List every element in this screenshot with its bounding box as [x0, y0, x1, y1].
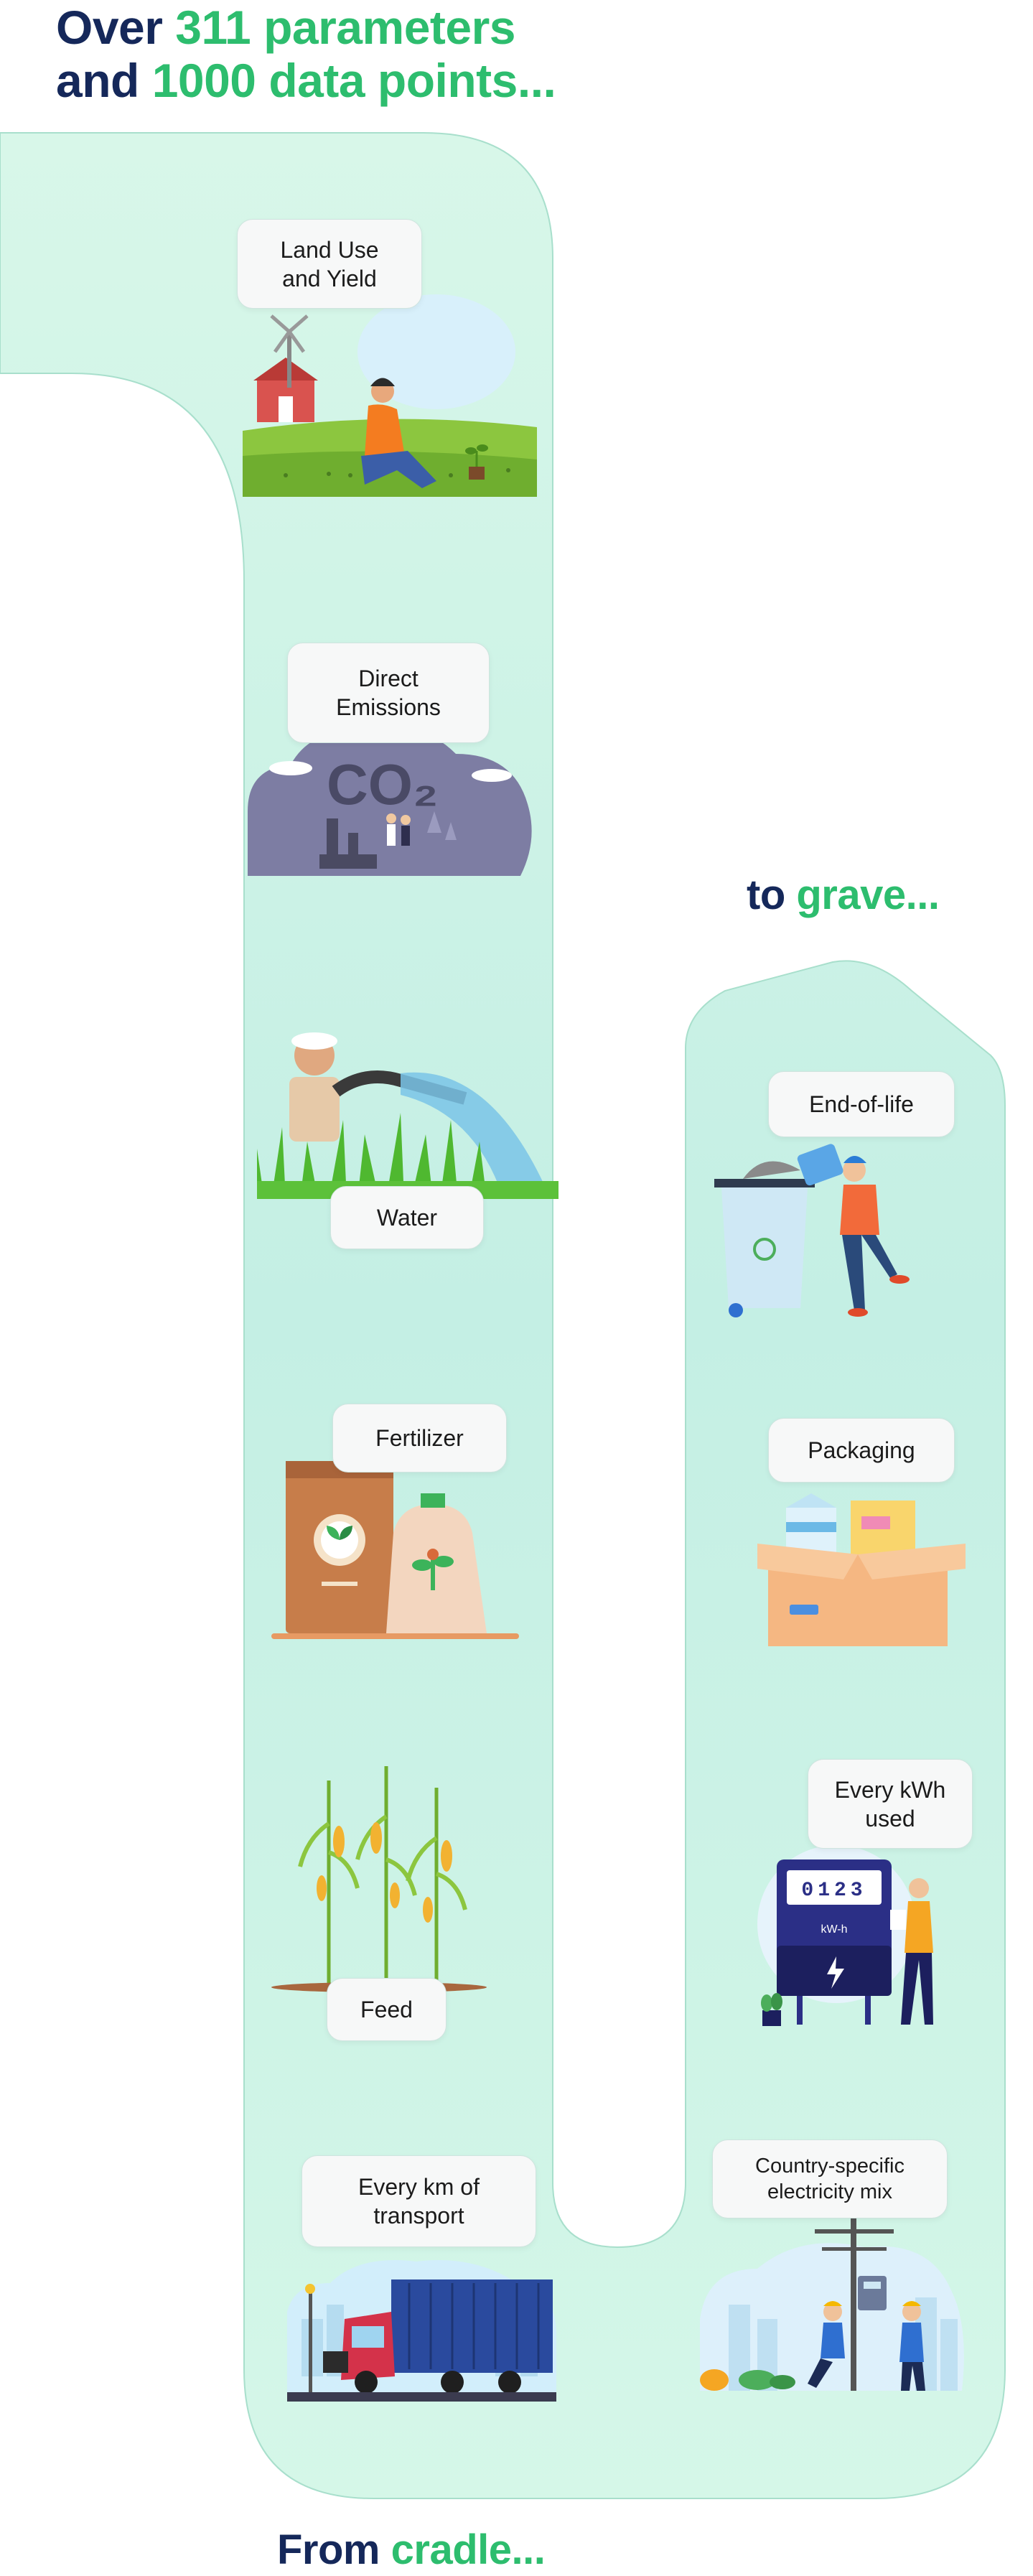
water-stream	[401, 1072, 544, 1192]
electric-meter-icon: 0123 kW-h	[777, 1859, 892, 2025]
farmer-icon	[361, 378, 436, 488]
headline-line2-highlight: 1000 data points...	[151, 53, 556, 107]
stage-label-water: Water	[330, 1186, 484, 1249]
fertilizer-illustration	[271, 1461, 519, 1639]
stage-label-transport: Every km of transport	[302, 2155, 536, 2247]
meter-digits: 0123	[801, 1880, 866, 1902]
stage-label-packaging: Packaging	[768, 1418, 955, 1483]
water-illustration	[257, 1032, 558, 1199]
plant-pot-icon	[761, 1993, 782, 2026]
headline-line1-prefix: Over	[56, 1, 176, 54]
kwh-illustration: 0123 kW-h	[757, 1845, 933, 2026]
end-of-life-illustration	[714, 1144, 910, 1317]
grave-heading-prefix: to	[747, 872, 797, 918]
windmill-icon	[270, 314, 309, 388]
truck-icon	[323, 2279, 553, 2394]
land-use-illustration	[243, 294, 537, 497]
headline-line1-highlight: 311 parameters	[175, 1, 515, 54]
people-icon	[386, 813, 411, 846]
worker-icon	[797, 1144, 910, 1317]
packaging-illustration	[757, 1493, 966, 1646]
fertilizer-box-icon	[286, 1461, 393, 1633]
electrician-icon	[808, 2301, 925, 2391]
cardboard-box-icon	[757, 1544, 966, 1646]
recycling-bin-icon	[714, 1179, 815, 1317]
power-pole-icon	[815, 2218, 894, 2391]
stage-label-feed: Feed	[327, 1978, 447, 2041]
meter-unit: kW-h	[821, 1923, 847, 1936]
street-lamp-icon	[305, 2284, 315, 2394]
stage-label-direct-emissions: Direct Emissions	[287, 643, 490, 743]
farmer-with-hose-icon	[289, 1032, 340, 1142]
fertilizer-sack-icon	[386, 1493, 487, 1633]
feed-illustration	[271, 1766, 487, 1992]
track-path	[0, 132, 1006, 2499]
transport-illustration	[287, 2260, 556, 2402]
stage-label-electricity-mix: Country-specific electricity mix	[712, 2139, 948, 2218]
direct-emissions-illustration: CO₂	[248, 728, 532, 876]
cradle-heading-prefix: From	[277, 2526, 391, 2573]
seedling-icon	[465, 444, 488, 480]
headline: Over 311 parameters and 1000 data points…	[56, 1, 556, 108]
stage-label-land-use: Land Use and Yield	[237, 219, 422, 309]
stage-label-fertilizer: Fertilizer	[332, 1404, 507, 1473]
cradle-heading: From cradle...	[277, 2526, 546, 2574]
technician-icon	[890, 1878, 933, 2025]
corn-plant-icon	[298, 1766, 467, 1989]
grave-heading: to grave...	[747, 872, 940, 919]
stage-label-end-of-life: End-of-life	[768, 1071, 955, 1137]
bush-icon	[700, 2369, 795, 2391]
grave-heading-highlight: grave...	[796, 872, 940, 918]
co2-text: CO₂	[327, 752, 439, 816]
cradle-heading-highlight: cradle...	[391, 2526, 546, 2573]
factory-icon	[319, 818, 377, 869]
stage-label-kwh: Every kWh used	[808, 1759, 973, 1849]
headline-line2-prefix: and	[56, 53, 152, 107]
electricity-mix-illustration	[700, 2218, 964, 2391]
